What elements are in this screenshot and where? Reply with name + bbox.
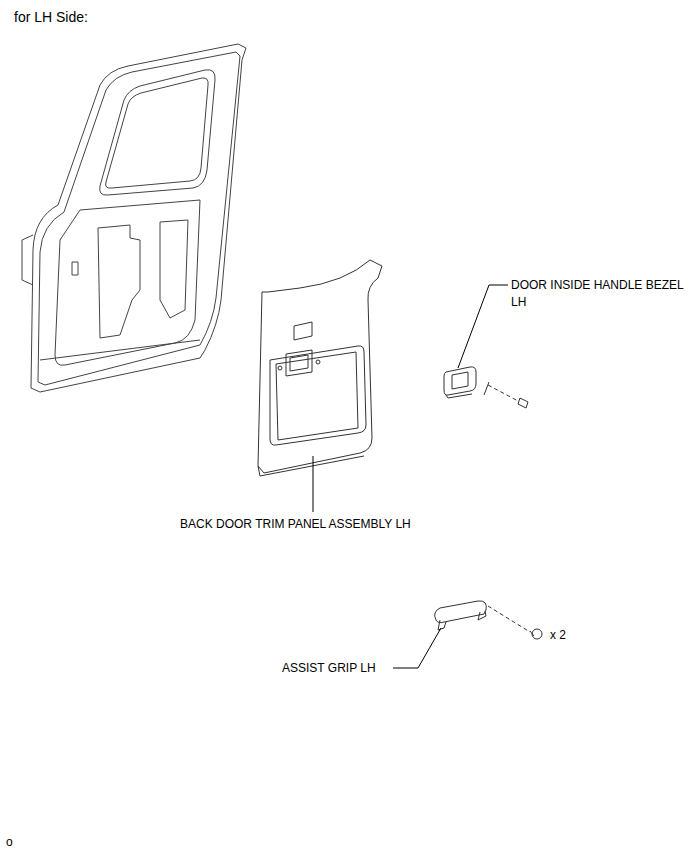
assist-grip xyxy=(435,601,542,639)
page-mark: o xyxy=(6,834,13,851)
part-name: BACK DOOR TRIM PANEL ASSEMBLY LH xyxy=(180,516,411,533)
quantity-note: x 2 xyxy=(550,627,566,644)
diagram-title: for LH Side: xyxy=(14,8,88,26)
door-frame xyxy=(22,44,246,392)
leader-line xyxy=(313,285,508,668)
part-name: DOOR INSIDE HANDLE BEZEL LH xyxy=(511,277,686,311)
handle-bezel xyxy=(444,367,528,408)
trim-panel xyxy=(258,260,382,476)
part-name: ASSIST GRIP LH xyxy=(282,660,376,677)
